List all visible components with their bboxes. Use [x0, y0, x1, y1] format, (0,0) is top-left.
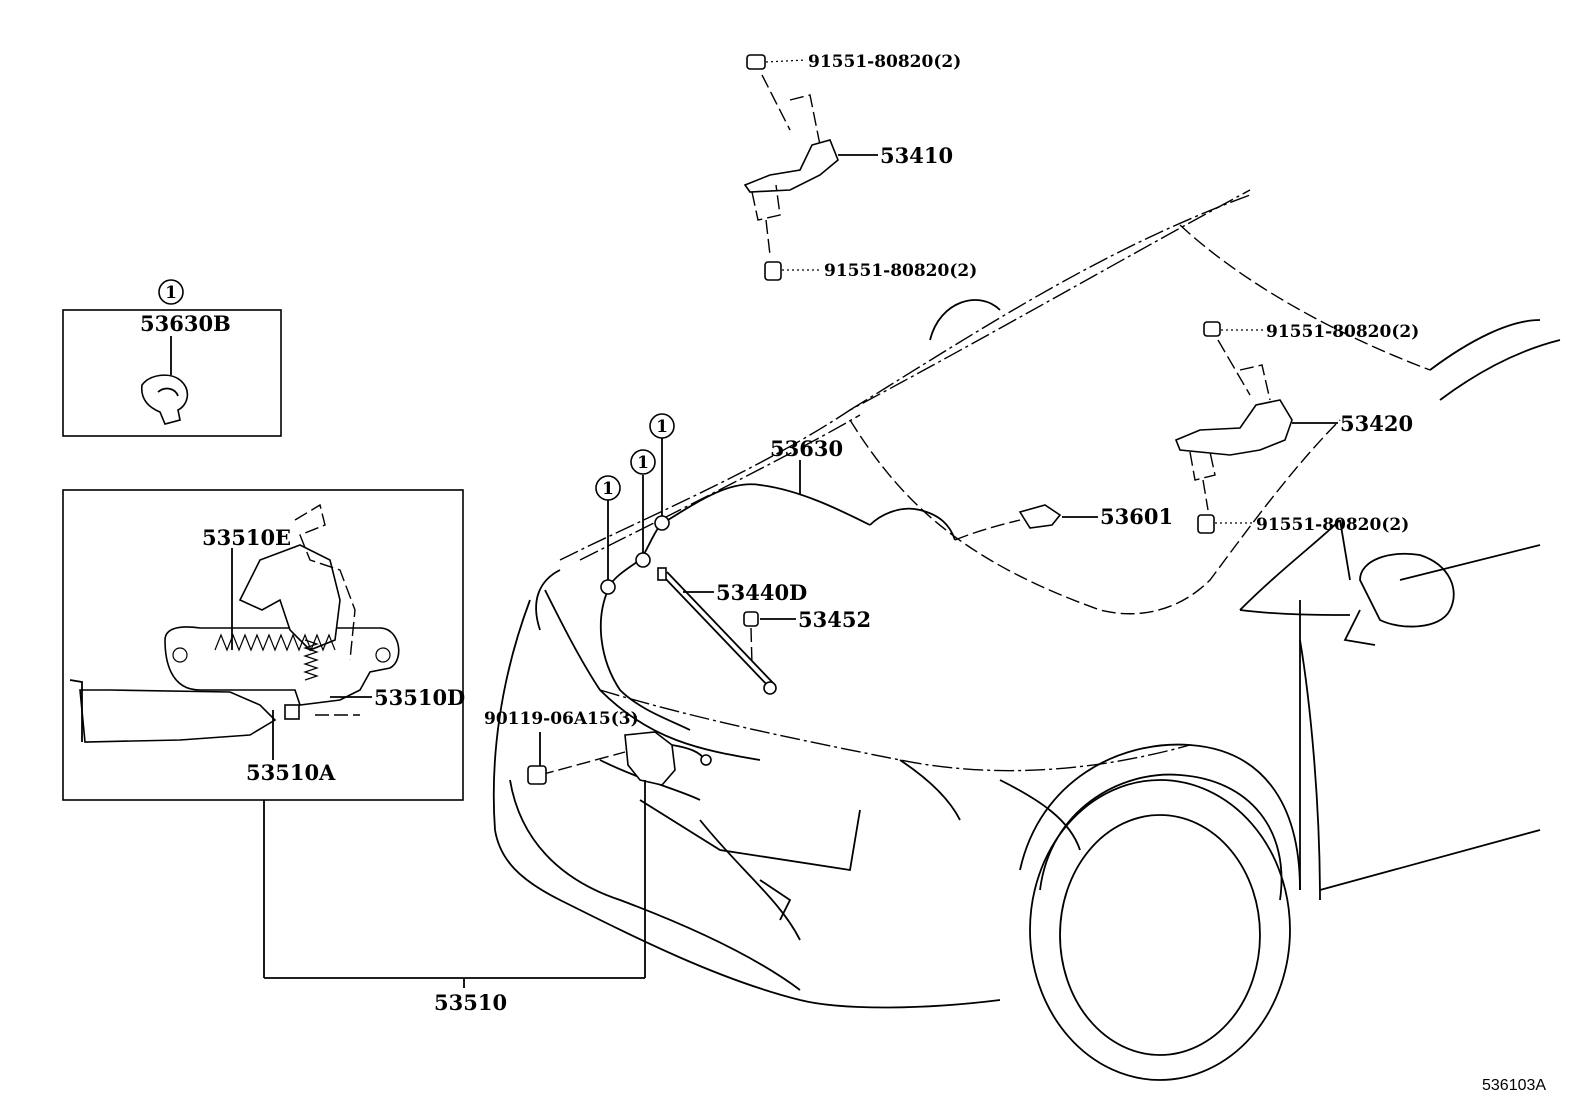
svg-text:1: 1	[165, 283, 177, 303]
ref-circle-inset: 1	[165, 283, 177, 303]
label-53510: 53510	[434, 990, 507, 1015]
inset-53630B	[62, 279, 282, 437]
label-91551-top: 91551-80820(2)	[808, 52, 961, 72]
inset-latch-detail	[62, 489, 464, 801]
svg-text:1: 1	[656, 417, 668, 437]
label-90119: 90119-06A15(3)	[484, 709, 639, 729]
label-53440D: 53440D	[716, 580, 807, 605]
label-91551-right-top: 91551-80820(2)	[1266, 322, 1419, 342]
svg-text:1: 1	[602, 479, 614, 499]
car-body-outline	[492, 189, 1561, 1081]
ref-circle-cable-2: 1	[630, 449, 656, 475]
hood-latch-assembly	[263, 731, 712, 988]
label-53510E: 53510E	[202, 525, 291, 550]
label-53410: 53410	[880, 143, 953, 168]
hood-support-rod	[657, 567, 796, 695]
latch-53510	[624, 731, 676, 786]
label-91551-right-bot: 91551-80820(2)	[1256, 515, 1409, 535]
hood-hinge-left-assembly	[743, 54, 878, 281]
label-91551-mid: 91551-80820(2)	[824, 261, 977, 281]
bolt-90119	[527, 765, 547, 785]
hinge-53420	[1174, 399, 1293, 456]
label-53452: 53452	[798, 607, 871, 632]
ref-circle-cable-1: 1	[649, 413, 675, 439]
label-53601: 53601	[1100, 504, 1173, 529]
ref-circle-cable-3: 1	[595, 475, 621, 501]
release-cable-assembly	[599, 438, 1098, 731]
clip-53452	[743, 611, 759, 627]
bolt-bottom	[764, 261, 782, 281]
label-53630: 53630	[770, 436, 843, 461]
svg-text:1: 1	[637, 453, 649, 473]
callout-labels: 91551-80820(2) 53410 91551-80820(2) 9155…	[140, 52, 1546, 1094]
hood-hinge-right-assembly	[1174, 321, 1338, 534]
lever-53601	[1018, 504, 1062, 529]
label-53630B: 53630B	[140, 311, 231, 336]
label-53420: 53420	[1340, 411, 1413, 436]
label-53510A: 53510A	[246, 760, 336, 785]
figure-code: 536103A	[1482, 1077, 1546, 1094]
label-53510D: 53510D	[374, 685, 465, 710]
hinge-53410	[743, 139, 839, 193]
bolt-top	[746, 54, 766, 70]
clamp-53630B	[140, 374, 189, 425]
